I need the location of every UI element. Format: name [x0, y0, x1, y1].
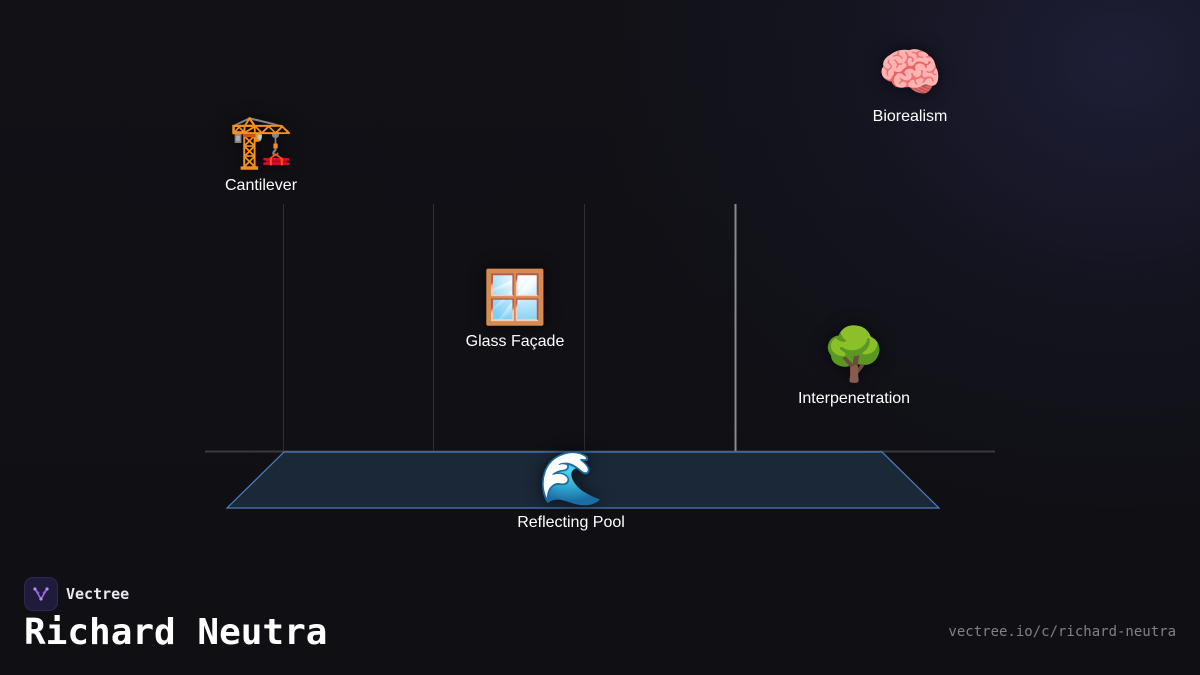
node-label: Biorealism	[872, 108, 948, 125]
source-url[interactable]: vectree.io/c/richard-neutra	[948, 624, 1176, 640]
window-icon: 🪟	[482, 269, 548, 327]
vectree-logo-icon	[24, 577, 58, 611]
node-glass-facade: 🪟 Glass Façade	[466, 268, 565, 352]
brand: Vectree	[24, 577, 129, 611]
page-title: Richard Neutra	[24, 612, 328, 653]
node-cantilever: 🏗️ Cantilever	[225, 112, 297, 196]
brand-name: Vectree	[66, 585, 130, 603]
wave-icon: 🌊	[538, 450, 604, 508]
brain-icon: 🧠	[877, 44, 943, 102]
reflecting-pool-shape	[225, 451, 941, 509]
node-label: Cantilever	[224, 177, 298, 194]
node-label: Interpenetration	[797, 390, 911, 407]
node-reflecting-pool: 🌊 Reflecting Pool	[517, 449, 625, 533]
node-biorealism: 🧠 Biorealism	[873, 43, 948, 127]
construction-crane-icon: 🏗️	[228, 113, 294, 171]
tree-icon: 🌳	[821, 326, 887, 384]
node-label: Glass Façade	[465, 333, 565, 350]
node-interpenetration: 🌳 Interpenetration	[798, 325, 910, 409]
node-label: Reflecting Pool	[517, 514, 625, 531]
